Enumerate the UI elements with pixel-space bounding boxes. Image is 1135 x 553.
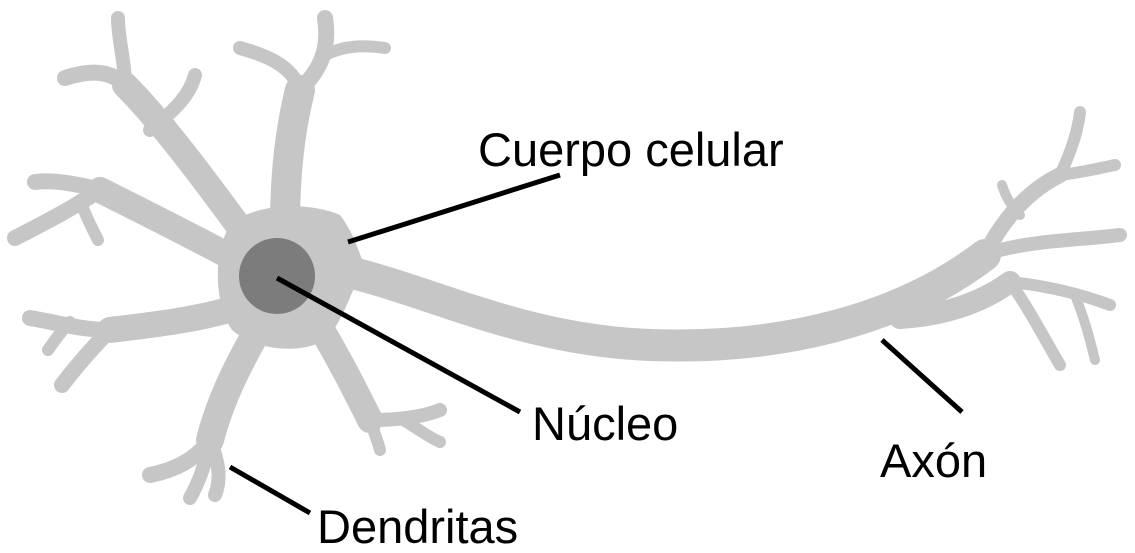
leader-line-axon — [882, 340, 962, 412]
label-nucleus: Núcleo — [532, 400, 678, 447]
label-dendrites: Dendritas — [317, 503, 518, 550]
label-cell-body: Cuerpo celular — [478, 126, 784, 173]
dendrite-top — [285, 90, 300, 225]
leader-line-cell-body — [348, 175, 560, 242]
nucleus — [239, 238, 315, 314]
leader-line-dendrites — [230, 467, 310, 513]
label-axon: Axón — [880, 437, 987, 484]
